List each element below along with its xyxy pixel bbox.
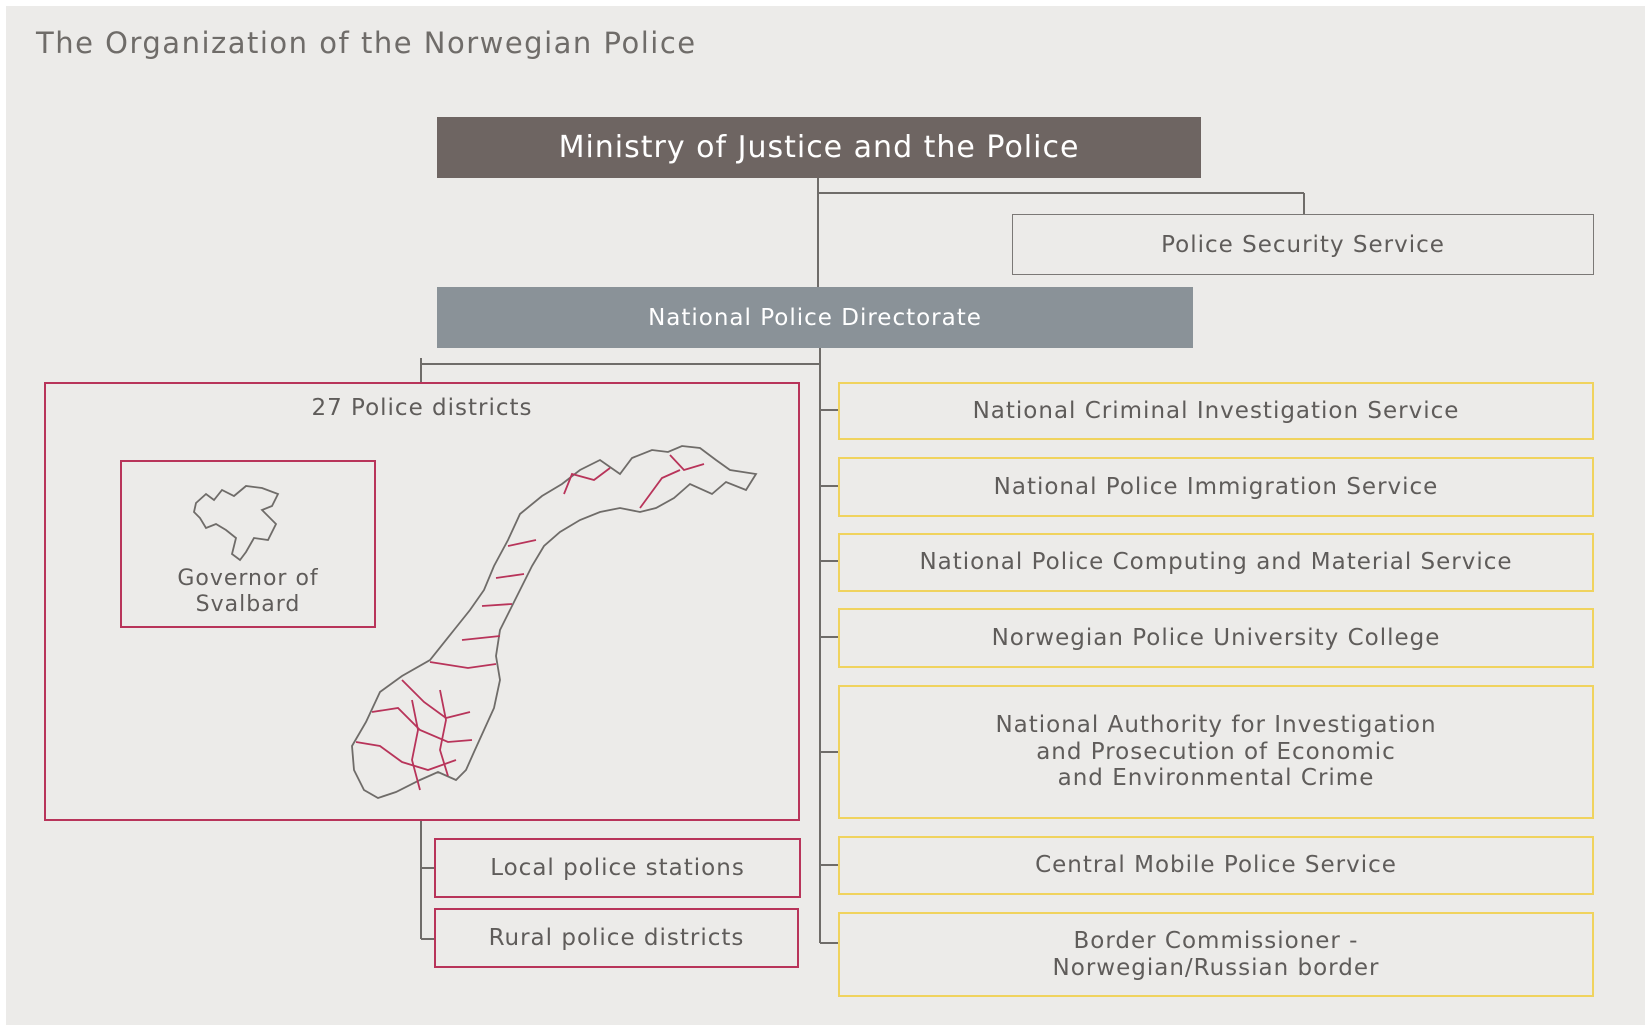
service-box: National Criminal Investigation Service <box>838 382 1594 440</box>
police-districts-box <box>44 382 800 821</box>
ministry-label: Ministry of Justice and the Police <box>558 130 1080 165</box>
service-label: National Criminal Investigation Service <box>972 397 1460 424</box>
rural-districts-box: Rural police districts <box>434 908 799 968</box>
service-box: Norwegian Police University College <box>838 608 1594 668</box>
service-box: National Authority for Investigation and… <box>838 685 1594 819</box>
police-districts-label: 27 Police districts <box>311 395 533 421</box>
service-label: Norwegian Police University College <box>991 624 1441 651</box>
local-stations-box: Local police stations <box>434 838 801 898</box>
service-label: National Authority for Investigation and… <box>995 712 1437 792</box>
svalbard-label: Governor of Svalbard <box>177 566 319 617</box>
service-label: National Police Computing and Material S… <box>919 549 1513 576</box>
ministry-box: Ministry of Justice and the Police <box>437 117 1201 178</box>
security-service-box: Police Security Service <box>1012 214 1594 275</box>
svalbard-box <box>120 460 376 628</box>
local-stations-label: Local police stations <box>490 855 745 881</box>
service-label: Central Mobile Police Service <box>1035 852 1397 879</box>
service-box: Central Mobile Police Service <box>838 836 1594 895</box>
directorate-label: National Police Directorate <box>648 304 982 331</box>
directorate-box: National Police Directorate <box>437 287 1193 348</box>
security-service-label: Police Security Service <box>1161 231 1445 258</box>
service-box: National Police Immigration Service <box>838 457 1594 517</box>
rural-districts-label: Rural police districts <box>488 925 745 951</box>
service-box: National Police Computing and Material S… <box>838 533 1594 592</box>
service-box: Border Commissioner - Norwegian/Russian … <box>838 912 1594 997</box>
service-label: National Police Immigration Service <box>993 473 1439 500</box>
page-title: The Organization of the Norwegian Police <box>36 26 697 60</box>
service-label: Border Commissioner - Norwegian/Russian … <box>1052 928 1380 981</box>
